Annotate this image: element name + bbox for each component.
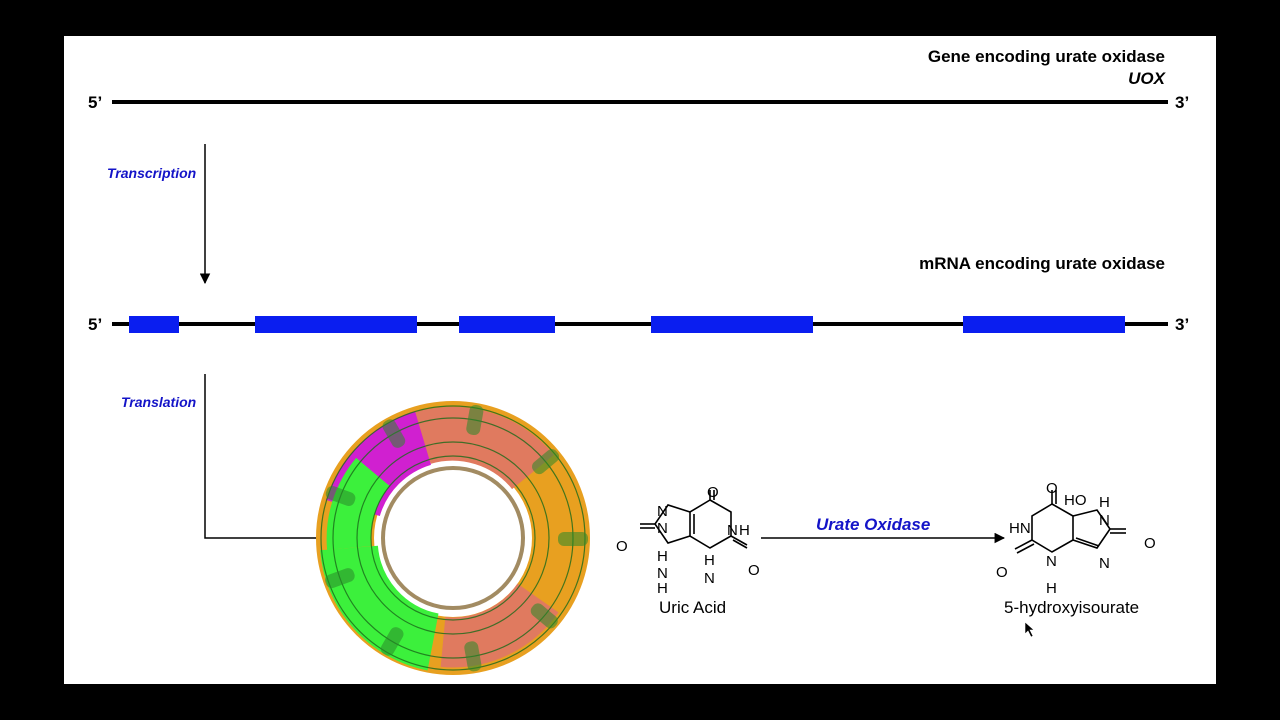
exon-block	[255, 316, 417, 333]
gene-symbol: UOX	[1128, 69, 1165, 88]
atom-label: O	[748, 562, 760, 579]
atom-label: H	[704, 552, 715, 569]
diagram-art: O N H O N H N H N H O N	[112, 100, 1168, 675]
atom-label: H	[657, 580, 668, 597]
mrna-title: mRNA encoding urate oxidase	[919, 254, 1165, 273]
atom-label: HO	[1064, 492, 1087, 509]
atom-label: HN	[1009, 520, 1031, 537]
transcription-label: Transcription	[107, 165, 197, 181]
atom-label: N	[657, 565, 668, 582]
mouse-pointer-icon	[1024, 621, 1035, 638]
atom-label: H	[1046, 580, 1057, 597]
hydroxyisourate-structure: O HO H N HN O O N N H	[996, 480, 1156, 597]
mrna-five-prime-label: 5’	[88, 315, 103, 334]
translation-arrow	[204, 374, 352, 544]
gene-title: Gene encoding urate oxidase	[927, 47, 1165, 66]
atom-label: N	[704, 570, 715, 587]
atom-label: H	[657, 548, 668, 565]
substrate-label: Uric Acid	[659, 598, 727, 617]
atom-label: N	[727, 522, 738, 539]
atom-label: N	[657, 503, 668, 520]
atom-label: N	[657, 520, 668, 537]
atom-label: O	[616, 538, 628, 555]
atom-label: H	[1099, 494, 1110, 511]
atom-label: O	[996, 564, 1008, 581]
uric-acid-structure: O N H O N H N H N H O N	[616, 484, 760, 597]
atom-label: O	[1144, 535, 1156, 552]
urate-oxidase-protein-image	[316, 401, 590, 675]
mrna-three-prime-label: 3’	[1175, 315, 1190, 334]
slide-canvas: O N H O N H N H N H O N	[64, 36, 1216, 684]
atom-label: N	[1046, 553, 1057, 570]
enzyme-label: Urate Oxidase	[816, 515, 931, 534]
product-label: 5-hydroxyisourate	[1004, 598, 1140, 617]
translation-label: Translation	[121, 394, 197, 410]
atom-label: N	[1099, 555, 1110, 572]
exon-block	[459, 316, 555, 333]
gene-five-prime-label: 5’	[88, 93, 103, 112]
exon-block	[651, 316, 813, 333]
exon-block	[129, 316, 179, 333]
exon-block	[963, 316, 1125, 333]
exon-blocks	[129, 316, 1125, 333]
atom-label: O	[707, 484, 719, 501]
atom-label: O	[1046, 480, 1058, 497]
atom-label: N	[1099, 512, 1110, 529]
atom-label: H	[739, 522, 750, 539]
gene-three-prime-label: 3’	[1175, 93, 1190, 112]
